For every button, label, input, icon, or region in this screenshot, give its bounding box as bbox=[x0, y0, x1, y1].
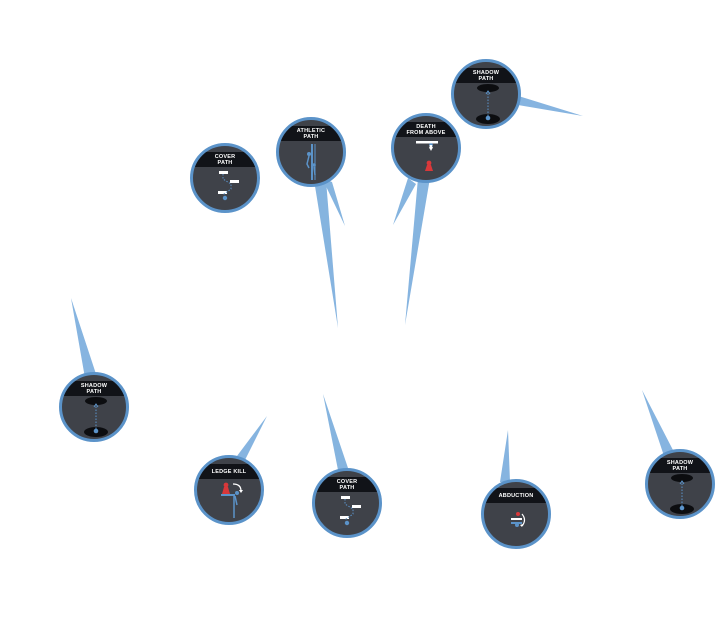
badge-label: SHADOW PATH bbox=[472, 69, 500, 82]
badge-label: COVER PATH bbox=[214, 153, 236, 166]
approach-badge-athletic-path[interactable]: ATHLETIC PATH bbox=[276, 117, 346, 187]
approach-badge-cover-path[interactable]: COVER PATH bbox=[190, 143, 260, 213]
approach-badge-shadow-path[interactable]: SHADOW PATH bbox=[59, 372, 129, 442]
pointer-shadow-path-3 bbox=[642, 390, 674, 456]
approach-badge-death-from-above[interactable]: DEATH FROM ABOVE bbox=[391, 113, 461, 183]
badge-label: SHADOW PATH bbox=[666, 459, 694, 472]
cover-path-icon bbox=[340, 496, 361, 526]
shadow-path-icon bbox=[670, 474, 694, 514]
badge-label: SHADOW PATH bbox=[80, 382, 108, 395]
approach-badge-cover-path[interactable]: COVER PATH bbox=[312, 468, 382, 538]
death-from-above-icon bbox=[416, 141, 438, 171]
pointer-cover-path-2 bbox=[323, 394, 348, 470]
shadow-path-icon bbox=[476, 84, 500, 124]
cover-path-icon bbox=[218, 171, 239, 201]
approach-badge-shadow-path[interactable]: SHADOW PATH bbox=[451, 59, 521, 129]
pointer-athletic-path-short bbox=[322, 178, 345, 226]
badge-label: ATHLETIC PATH bbox=[296, 127, 326, 140]
approach-badge-abduction[interactable]: ABDUCTION bbox=[481, 479, 551, 549]
approach-badge-shadow-path[interactable]: SHADOW PATH bbox=[645, 449, 715, 519]
abduction-icon bbox=[511, 512, 526, 527]
badge-label: COVER PATH bbox=[336, 478, 358, 491]
pointer-ledge-kill bbox=[234, 416, 267, 462]
pointer-athletic-path-long bbox=[314, 180, 338, 328]
badge-label: LEDGE KILL bbox=[211, 468, 247, 475]
athletic-path-icon bbox=[306, 144, 316, 180]
pointer-death-from-above-short bbox=[393, 178, 416, 225]
pointer-death-from-above-long bbox=[405, 178, 430, 325]
approach-badge-ledge-kill[interactable]: LEDGE KILL bbox=[194, 455, 264, 525]
pointer-abduction bbox=[500, 430, 510, 482]
badge-label: ABDUCTION bbox=[498, 492, 534, 499]
badge-label: DEATH FROM ABOVE bbox=[406, 123, 446, 136]
pointer-shadow-path-2 bbox=[71, 298, 96, 378]
ledge-kill-icon bbox=[221, 482, 243, 518]
shadow-path-icon bbox=[84, 397, 108, 437]
pointer-shadow-path-1 bbox=[512, 94, 583, 116]
